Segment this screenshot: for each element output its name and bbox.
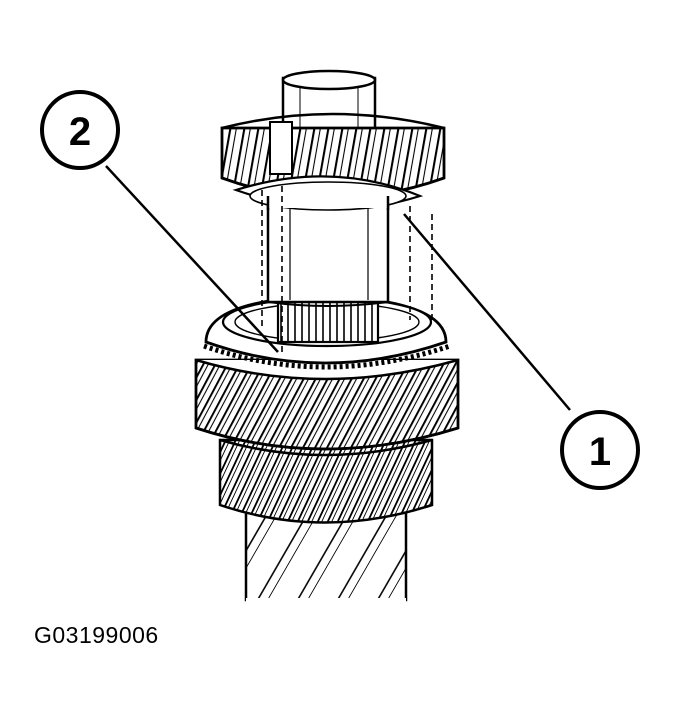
figure-id: G03199006 bbox=[34, 622, 159, 648]
leader-line-1 bbox=[403, 213, 571, 411]
callout-2-label: 2 bbox=[69, 110, 91, 154]
leader-lines bbox=[105, 165, 571, 411]
synchronizer-ring bbox=[220, 112, 446, 211]
main-gear-lower bbox=[218, 438, 434, 524]
leader-line-2 bbox=[105, 165, 279, 353]
callout-1-label: 1 bbox=[589, 430, 611, 474]
main-gear-upper bbox=[194, 343, 460, 451]
callout-2: 2 bbox=[40, 90, 120, 170]
callout-1: 1 bbox=[560, 410, 640, 490]
alignment-lines bbox=[261, 186, 433, 352]
